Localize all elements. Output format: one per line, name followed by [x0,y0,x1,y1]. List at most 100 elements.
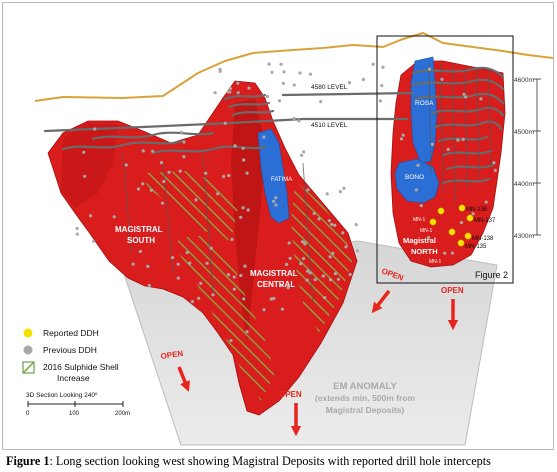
previous-ddh-point [306,188,310,192]
previous-ddh-point [274,203,278,207]
previous-ddh-point [147,283,151,288]
ddh-mn-136 [458,204,466,212]
previous-ddh-point [443,251,447,255]
previous-ddh-point [131,262,135,266]
open-label-3: OPEN [160,349,184,361]
ddh-point [448,228,456,236]
previous-ddh-point [279,62,283,66]
previous-ddh-point [306,269,310,273]
sulphide-shell-increase [291,181,353,333]
previous-ddh-point [338,190,342,194]
previous-ddh-point [347,81,352,85]
previous-ddh-point [245,171,249,175]
ddh-label-mn-1c: MN-1 [429,259,441,265]
previous-ddh-point [159,161,164,165]
previous-ddh-point [321,274,325,278]
previous-ddh-point [82,150,86,154]
previous-ddh-point [92,239,96,243]
previous-ddh-point [136,187,141,191]
previous-ddh-point [371,62,375,66]
previous-ddh-point [272,199,276,203]
previous-ddh-point [232,275,236,279]
previous-ddh-point [93,127,97,131]
previous-ddh-point [83,174,87,178]
sulphide-shell-increase [143,171,239,241]
previous-ddh-point [199,281,203,285]
level-4510-label: 4510 LEVEL [311,122,348,129]
bono-label: BONO [405,174,424,181]
ddh-mn-137 [466,214,474,222]
previous-ddh-point [355,249,359,253]
ddh-point [429,218,437,226]
ddh-point [437,207,445,215]
previous-ddh-point [301,257,306,261]
figure-caption: Figure 1: Long section looking west show… [6,452,554,470]
previous-ddh-point [419,204,423,208]
open-label-2: OPEN [441,286,464,295]
previous-ddh-point [427,67,432,71]
section-orientation-label: 3D Section Looking 240º [26,392,98,399]
rosa-label: ROSA [415,100,434,107]
previous-ddh-point [317,217,321,221]
previous-ddh-point [401,133,405,137]
previous-ddh-point [313,278,317,282]
open-arrow-1 [371,289,391,314]
previous-ddh-point [297,119,301,123]
elevation-4500: 4500m [514,129,534,136]
previous-ddh-point [89,214,93,218]
previous-ddh-point [305,278,309,282]
previous-ddh-point [160,201,165,205]
elevation-ticks [533,78,541,236]
previous-ddh-point [209,246,213,250]
magistral-central-label-2: CENTRAL [257,280,295,289]
previous-ddh-point [330,222,334,227]
fatima-label: FATIMA [271,177,292,183]
magistral-north-label-2: NORTH [411,247,438,256]
previous-ddh-point [269,297,273,301]
previous-ddh-point [342,186,346,190]
previous-ddh-point [243,264,247,268]
previous-ddh-point [241,206,245,210]
previous-ddh-point [298,71,302,75]
scale-tick-0: 0 [26,411,30,417]
previous-ddh-point [124,163,128,167]
previous-ddh-point [75,226,79,231]
previous-ddh-point [233,144,237,148]
reported-ddh-points [429,204,474,247]
previous-ddh-point [416,163,420,167]
previous-ddh-point [239,273,243,278]
elevation-4300: 4300m [514,233,534,240]
previous-ddh-point [287,241,291,245]
previous-ddh-point [292,83,296,87]
previous-ddh-point [267,62,271,66]
ddh-label-mn-138: MN-138 [472,236,494,242]
previous-ddh-point [462,92,466,96]
ddh-label-mn-137: MN-137 [474,218,496,224]
previous-ddh-point [245,330,249,334]
caption-label: Figure 1 [6,454,50,468]
previous-ddh-point [242,158,246,162]
previous-ddh-point [241,146,245,150]
previous-ddh-point [112,215,116,219]
previous-ddh-point [479,97,483,101]
previous-ddh-point [188,261,192,265]
previous-ddh-point [270,70,274,74]
previous-ddh-point [341,231,345,235]
previous-ddh-point [194,198,198,202]
previous-ddh-point [459,221,464,225]
previous-ddh-point [292,116,296,121]
previous-ddh-point [299,262,303,266]
previous-ddh-point [440,77,444,81]
previous-ddh-point [327,219,331,223]
previous-ddh-point [484,200,488,204]
previous-ddh-point [344,245,348,249]
previous-ddh-point [149,188,153,192]
previous-ddh-point [236,91,240,95]
previous-ddh-point [323,296,327,300]
previous-ddh-point [151,149,155,153]
ddh-label-mn-1b: MN-1 [420,228,432,234]
em-anomaly-title: EM ANOMALY [333,381,397,392]
magistral-central-label: MAGISTRAL [250,269,298,278]
elevation-4400: 4400m [514,181,534,188]
previous-ddh-point [146,264,150,268]
